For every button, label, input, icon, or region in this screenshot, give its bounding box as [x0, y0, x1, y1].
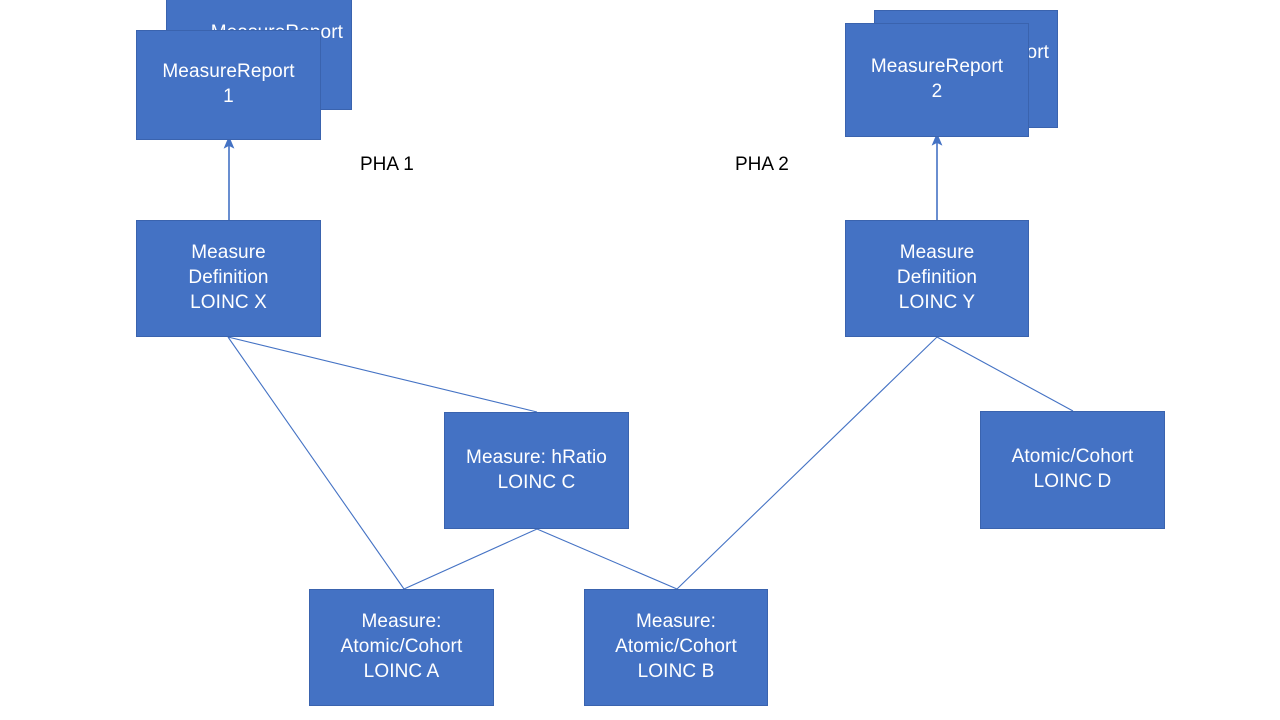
measure-definition-loinc-x[interactable]: Measure Definition LOINC X [136, 220, 321, 337]
measure-report-1-card[interactable]: MeasureReport 1 [136, 30, 321, 140]
edge-hratio-c-to-loinc-a [403, 528, 538, 590]
edge-measure-definition-y-to-loinc-d [936, 336, 1074, 412]
edge-measure-definition-y-to-loinc-b [676, 336, 938, 590]
edge-hratio-c-to-loinc-b [536, 528, 678, 590]
edge-measure-definition-x-to-hratio-c [227, 336, 538, 413]
atomic-cohort-loinc-d[interactable]: Atomic/Cohort LOINC D [980, 411, 1165, 529]
group-label-pha-2: PHA 2 [735, 154, 789, 175]
measure-report-2-card[interactable]: MeasureReport 2 [845, 23, 1029, 137]
group-label-pha-1: PHA 1 [360, 154, 414, 175]
measure-atomic-cohort-loinc-b[interactable]: Measure: Atomic/Cohort LOINC B [584, 589, 768, 706]
measure-hratio-loinc-c[interactable]: Measure: hRatio LOINC C [444, 412, 629, 529]
edge-measure-definition-x-to-loinc-a [227, 336, 405, 590]
measure-definition-loinc-y[interactable]: Measure Definition LOINC Y [845, 220, 1029, 337]
measure-atomic-cohort-loinc-a[interactable]: Measure: Atomic/Cohort LOINC A [309, 589, 494, 706]
